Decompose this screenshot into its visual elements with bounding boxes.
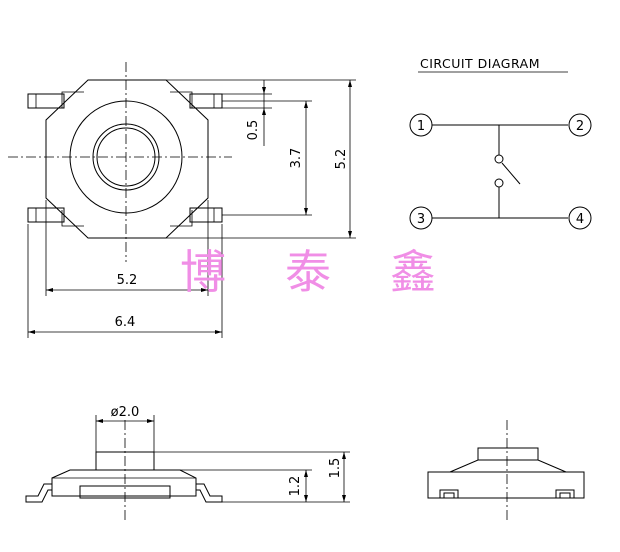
profile-button — [477, 447, 539, 461]
pin-4-label: 4 — [576, 212, 584, 227]
lead-top-left — [27, 93, 65, 109]
switch-contact-top — [494, 154, 504, 164]
switch-lever — [501, 162, 521, 185]
top-view-dimensions: 5.2 6.4 0.5 3.7 5.2 — [27, 79, 356, 338]
profile-body-top — [449, 459, 567, 473]
arrowhead — [28, 330, 35, 334]
dimension-label-width-outer: 6.4 — [115, 315, 136, 330]
dimension-label-lead-width: 0.5 — [246, 120, 261, 141]
side-view-front: ø2.0 1.2 1.5 — [25, 405, 350, 520]
watermark-char-2: 泰 — [285, 245, 331, 299]
profile-foot-left — [439, 489, 459, 498]
top-view-corner-detail — [61, 210, 84, 227]
side-view-body — [51, 469, 197, 497]
profile-body — [427, 471, 585, 499]
dimension-label-button-diameter: ø2.0 — [111, 405, 140, 420]
dimension-label-body-thickness: 1.2 — [288, 476, 303, 497]
side-view-lead-left — [25, 483, 52, 503]
top-view-corner-detail — [61, 91, 84, 108]
pin-1-label: 1 — [417, 119, 425, 134]
profile-pad-left — [443, 492, 455, 499]
arrowhead — [262, 108, 266, 115]
arrowhead — [46, 288, 53, 292]
arrowhead — [304, 101, 308, 108]
side-view-lead-right — [196, 483, 223, 503]
top-view — [8, 62, 232, 262]
arrowhead — [348, 231, 352, 238]
top-view-corner-detail — [170, 210, 193, 227]
dimension-label-total-height: 1.5 — [328, 458, 343, 479]
arrowhead — [342, 452, 346, 459]
pin-1-marker — [409, 113, 433, 137]
arrowhead — [348, 80, 352, 87]
switch-contact-bottom — [494, 178, 504, 188]
arrowhead — [304, 208, 308, 215]
profile-pad-right — [559, 492, 571, 499]
arrowhead — [201, 288, 208, 292]
pin-4-marker — [568, 206, 592, 230]
pin-3-marker — [409, 206, 433, 230]
pin-2-label: 2 — [576, 119, 584, 134]
circuit-diagram-title: CIRCUIT DIAGRAM — [420, 56, 540, 71]
dimension-label-lead-pitch: 3.7 — [289, 148, 304, 169]
lead-top-right — [189, 93, 223, 109]
profile-foot-right — [555, 489, 575, 498]
arrowhead — [342, 495, 346, 502]
arrowhead — [147, 419, 154, 423]
arrowhead — [96, 419, 103, 423]
arrowhead — [215, 330, 222, 334]
pin-3-label: 3 — [417, 212, 425, 227]
dimension-label-body-height: 5.2 — [334, 149, 349, 170]
arrowhead — [262, 87, 266, 94]
top-view-corner-detail — [170, 91, 193, 108]
arrowhead — [304, 470, 308, 477]
side-view-profile — [427, 420, 585, 520]
circuit-diagram: CIRCUIT DIAGRAM 1 2 3 4 — [409, 56, 592, 230]
arrowhead — [304, 495, 308, 502]
watermark: 博 泰 鑫 — [180, 245, 436, 299]
pin-2-marker — [568, 113, 592, 137]
watermark-char-1: 博 — [180, 245, 226, 299]
watermark-char-3: 鑫 — [390, 245, 436, 299]
dimension-label-width-inner: 5.2 — [117, 273, 138, 288]
